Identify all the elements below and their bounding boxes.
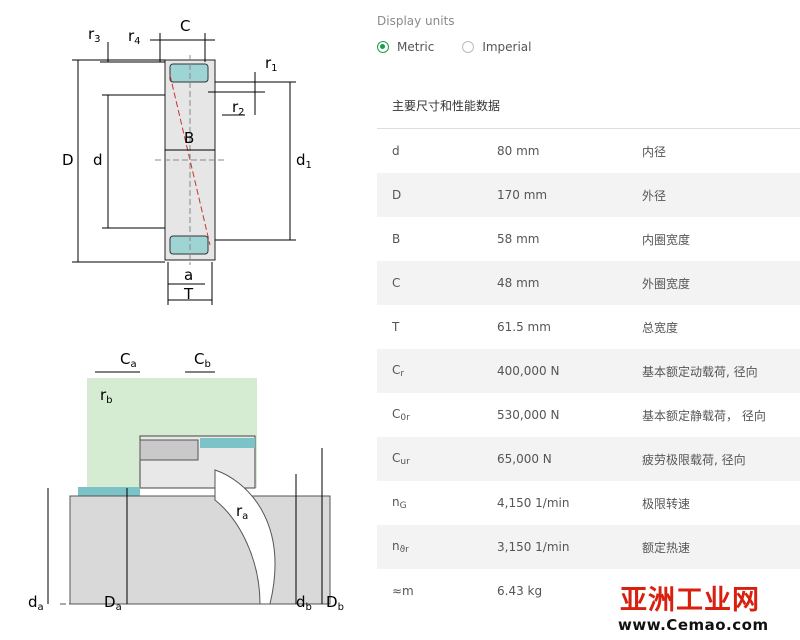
section-title: 主要尺寸和性能数据 — [392, 99, 501, 113]
row-symbol: C0r — [392, 407, 410, 423]
row-symbol: T — [392, 320, 400, 334]
row-symbol: D — [392, 188, 402, 202]
row-description: 极限转速 — [642, 496, 691, 511]
bearing-drawings: r3 r4 C r1 r2 D d B d1 a T Ca Cb rb ra d… — [28, 17, 344, 613]
display-units-title: Display units — [377, 14, 455, 28]
label-da: da — [28, 593, 44, 613]
label-D: D — [62, 151, 74, 169]
row-symbol: C — [392, 276, 401, 290]
row-description: 内径 — [642, 144, 667, 159]
top-drawing-labels: r3 r4 C r1 r2 D d B d1 a T — [62, 17, 312, 303]
row-description: 基本额定静载荷， 径向 — [642, 408, 766, 423]
label-Db: Db — [326, 593, 344, 613]
row-symbol: nG — [392, 495, 407, 511]
row-value: 48 mm — [497, 276, 540, 290]
imperial-radio[interactable]: Imperial — [462, 40, 532, 54]
row-value: 80 mm — [497, 144, 540, 158]
row-value: 170 mm — [497, 188, 548, 202]
row-symbol: Cur — [392, 451, 410, 467]
label-Ca: Ca — [120, 350, 137, 370]
row-value: 530,000 N — [497, 408, 560, 422]
row-value: 400,000 N — [497, 364, 560, 378]
metric-label: Metric — [397, 40, 435, 54]
table-row: C0r 530,000 N 基本额定静载荷， 径向 — [377, 393, 800, 437]
label-B: B — [184, 129, 194, 147]
label-a: a — [184, 266, 193, 284]
row-value: 4,150 1/min — [497, 496, 570, 510]
table-row: D 170 mm 外径 — [377, 173, 800, 217]
row-description: 疲劳极限载荷, 径向 — [642, 452, 746, 467]
watermark-main: 亚洲工业网 — [620, 585, 760, 616]
label-r2: r2 — [232, 98, 245, 118]
label-C: C — [180, 17, 190, 35]
table-row: B 58 mm 内圈宽度 — [377, 217, 800, 261]
watermark-url: www.Cemao.com — [618, 616, 769, 634]
row-description: 外圈宽度 — [642, 276, 691, 291]
bottom-drawing-dims — [47, 371, 323, 604]
table-row: Cr 400,000 N 基本额定动载荷, 径向 — [377, 349, 800, 393]
row-description: 额定热速 — [642, 540, 691, 555]
site-watermark: 亚洲工业网 www.Cemao.com — [618, 578, 800, 640]
row-value: 65,000 N — [497, 452, 552, 466]
mounting-drawing — [60, 378, 331, 605]
row-value: 61.5 mm — [497, 320, 551, 334]
row-value: 58 mm — [497, 232, 540, 246]
bearing-section-drawing — [72, 33, 296, 305]
metric-radio-icon[interactable] — [377, 41, 389, 53]
units-radio-group: Metric Imperial — [377, 40, 532, 54]
metric-radio[interactable]: Metric — [377, 40, 434, 54]
row-value: 3,150 1/min — [497, 540, 570, 554]
row-symbol: ≈m — [392, 584, 414, 598]
label-Cb: Cb — [194, 350, 211, 370]
label-r3: r3 — [88, 25, 101, 45]
table-row: d 80 mm 内径 — [377, 129, 800, 173]
row-symbol: B — [392, 232, 401, 246]
table-row: nϑr 3,150 1/min 额定热速 — [377, 525, 800, 569]
bottom-drawing-labels: Ca Cb rb ra da Da db Db — [28, 350, 344, 613]
row-description: 基本额定动载荷, 径向 — [642, 364, 758, 379]
row-description: 总宽度 — [642, 320, 679, 335]
label-r4: r4 — [128, 27, 141, 47]
row-description: 外径 — [642, 188, 667, 203]
row-symbol: Cr — [392, 363, 405, 379]
table-row: T 61.5 mm 总宽度 — [377, 305, 800, 349]
display-units: Display units Metric Imperial — [377, 14, 532, 54]
table-row: Cur 65,000 N 疲劳极限载荷, 径向 — [377, 437, 800, 481]
table-row: C 48 mm 外圈宽度 — [377, 261, 800, 305]
table-row: nG 4,150 1/min 极限转速 — [377, 481, 800, 525]
row-description: 内圈宽度 — [642, 232, 691, 247]
row-value: 6.43 kg — [497, 584, 543, 598]
row-symbol: d — [392, 144, 400, 158]
label-T: T — [183, 285, 194, 303]
table-row: ≈m 6.43 kg — [377, 569, 800, 613]
dimensions-table: d 80 mm 内径 D 170 mm 外径 B 58 mm 内圈宽度 C 48… — [377, 128, 800, 613]
label-d1: d1 — [296, 151, 312, 171]
label-r1: r1 — [265, 54, 278, 74]
label-d: d — [93, 151, 103, 169]
imperial-radio-icon[interactable] — [462, 41, 475, 53]
imperial-label: Imperial — [482, 40, 532, 54]
row-symbol: nϑr — [392, 539, 409, 555]
